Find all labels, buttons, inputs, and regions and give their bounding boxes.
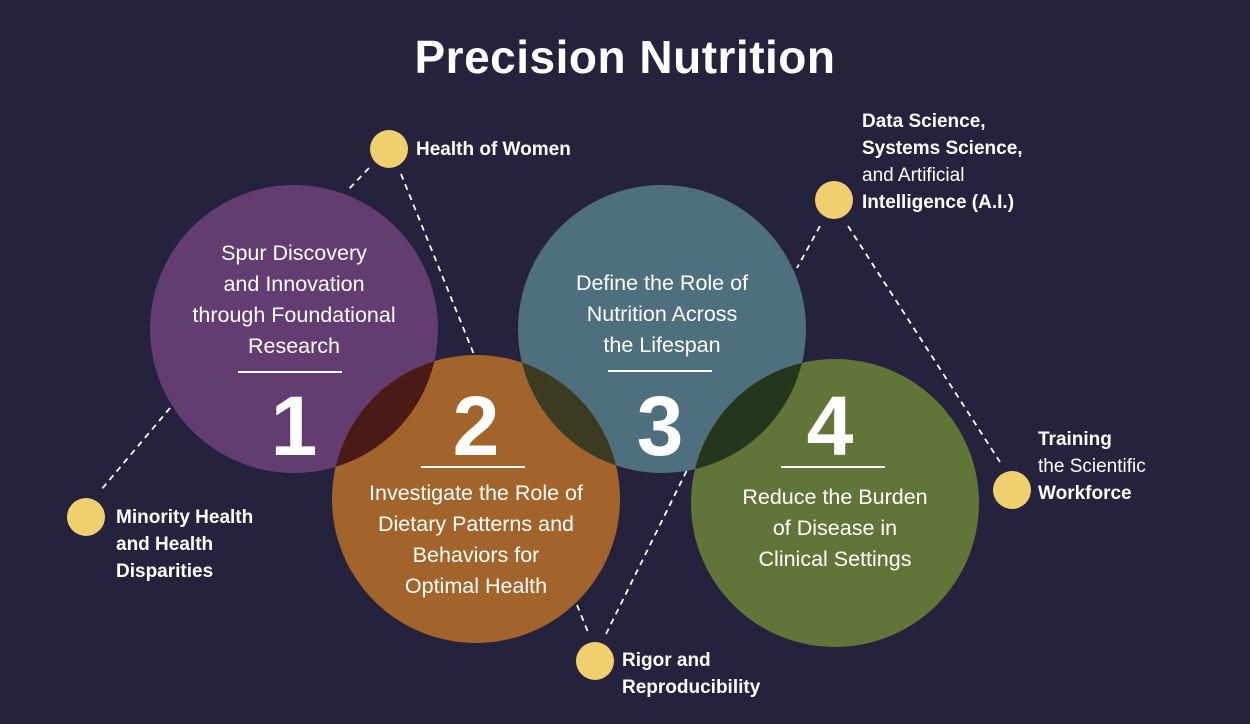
circle-2-line: Optimal Health: [404, 574, 548, 598]
callout-health-of-women: Health of Women: [416, 136, 571, 163]
callout-line: Systems Science,: [862, 138, 1023, 159]
callout-line: Workforce: [1038, 483, 1132, 504]
circle-4-line: Reduce the Burden: [742, 485, 928, 509]
callout-line: Intelligence (A.I.): [862, 192, 1015, 213]
circle-1-line: through Foundational: [192, 303, 396, 327]
connector-line-data-science-left: [796, 225, 821, 269]
connector-line-rigor-left: [576, 604, 589, 633]
callout-line: and Health: [116, 534, 214, 555]
callout-data-science: Data Science, Systems Science, and Artif…: [862, 108, 1023, 216]
page-title: Precision Nutrition: [414, 31, 836, 83]
circle-2-line: Investigate the Role of: [369, 481, 583, 505]
connector-line-health-women-left: [347, 167, 370, 191]
circle-3-number: 3: [636, 379, 684, 473]
dot-rigor: [576, 642, 614, 680]
callout-line: Rigor and: [622, 650, 711, 671]
circle-3-line: Nutrition Across: [586, 302, 738, 326]
circle-2: [332, 355, 620, 643]
circle-1-line: Research: [247, 334, 340, 358]
callout-line: Data Science,: [862, 111, 986, 132]
circle-4-divider: [781, 466, 885, 468]
callout-line: Minority Health: [116, 507, 254, 528]
connector-line-minority: [100, 407, 171, 491]
circle-3-line: the Lifespan: [603, 333, 721, 357]
callout-rigor: Rigor and Reproducibility: [622, 647, 760, 701]
circle-4-number: 4: [806, 379, 854, 473]
circle-1-divider: [238, 371, 342, 373]
circle-3-label: Define the Role of Nutrition Across the …: [522, 268, 802, 361]
circle-2-label: Investigate the Role of Dietary Patterns…: [326, 478, 626, 602]
circle-4-label: Reduce the Burden of Disease in Clinical…: [695, 482, 975, 575]
callout-line: the Scientific: [1038, 456, 1146, 477]
circle-1-line: Spur Discovery: [221, 241, 367, 265]
circle-4-line: Clinical Settings: [758, 547, 912, 571]
dot-training: [993, 471, 1031, 509]
callout-line: Disparities: [116, 561, 214, 582]
dot-data-science: [815, 181, 853, 219]
circle-2-line: Behaviors for: [412, 543, 540, 567]
callout-line: Health of Women: [416, 139, 571, 160]
overlap-3-4: [691, 359, 806, 473]
callout-line: Reproducibility: [622, 677, 761, 698]
callout-training: Training the Scientific Workforce: [1038, 426, 1146, 507]
dot-minority: [67, 498, 105, 536]
callout-line: Training: [1038, 429, 1112, 450]
circle-4-line: of Disease in: [772, 516, 898, 540]
callout-minority-health: Minority Health and Health Disparities: [116, 504, 253, 585]
circle-2-divider: [421, 466, 525, 468]
circle-1-number: 1: [270, 379, 318, 473]
circle-2-number: 2: [452, 379, 500, 473]
circle-1: [150, 185, 438, 473]
dot-health-women: [370, 130, 408, 168]
circle-1-label: Spur Discovery and Innovation through Fo…: [154, 238, 434, 362]
circle-3-line: Define the Role of: [575, 271, 749, 295]
callout-line: and Artificial: [862, 165, 965, 186]
circle-2-line: Dietary Patterns and: [378, 512, 574, 536]
circle-3-divider: [608, 370, 712, 372]
connector-line-data-science-right: [847, 225, 1001, 463]
circle-1-line: and Innovation: [223, 272, 365, 296]
